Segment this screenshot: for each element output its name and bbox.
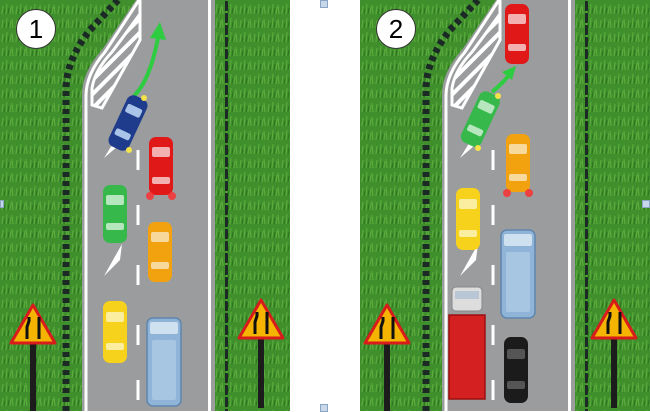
- scenario-panel-1: 1: [0, 0, 290, 411]
- scenario-panel-2: 2: [360, 0, 650, 411]
- yellow-car: [456, 188, 480, 250]
- resize-handle-top[interactable]: [320, 0, 328, 8]
- red-car-braking: [146, 137, 176, 200]
- blue-van: [146, 317, 182, 407]
- scenario-number-badge: 2: [376, 9, 416, 49]
- blue-car-merging: [108, 95, 148, 153]
- road-narrows-warning-sign-left: [363, 303, 411, 411]
- green-car-merging: [460, 91, 501, 151]
- orange-car-braking: [503, 134, 533, 197]
- green-car: [103, 185, 127, 243]
- road-narrows-warning-sign-left: [9, 303, 57, 411]
- panel-divider: [290, 0, 360, 411]
- road-narrows-warning-sign-right: [237, 298, 285, 408]
- resize-handle-left[interactable]: [0, 200, 4, 208]
- resize-handle-right[interactable]: [642, 200, 650, 208]
- orange-car: [148, 222, 172, 282]
- red-car-merged: [505, 4, 529, 64]
- blue-van: [500, 229, 536, 319]
- road-narrows-warning-sign-right: [590, 298, 638, 408]
- scenario-number-badge: 1: [16, 9, 56, 49]
- yellow-car: [103, 301, 127, 363]
- red-truck: [448, 286, 486, 400]
- black-car: [504, 337, 528, 403]
